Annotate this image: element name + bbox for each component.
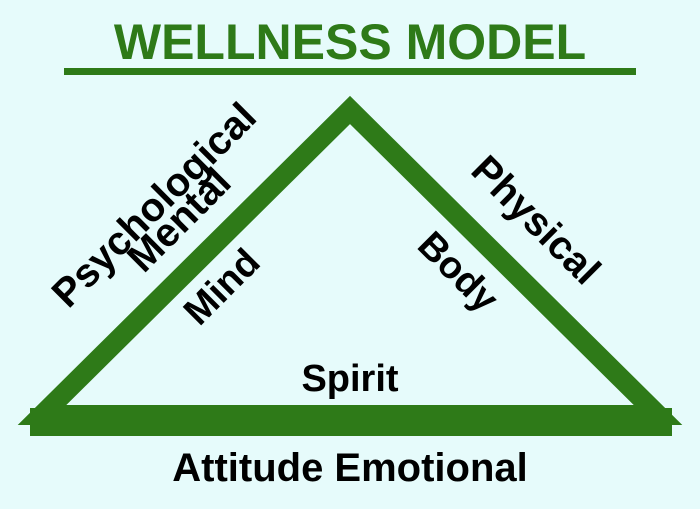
page-title: WELLNESS MODEL [113,14,587,70]
label-spirit: Spirit [301,358,399,400]
label-attitude-emotional: Attitude Emotional [172,446,528,490]
triangle-base-bar [30,408,672,436]
title-underline [64,68,636,75]
